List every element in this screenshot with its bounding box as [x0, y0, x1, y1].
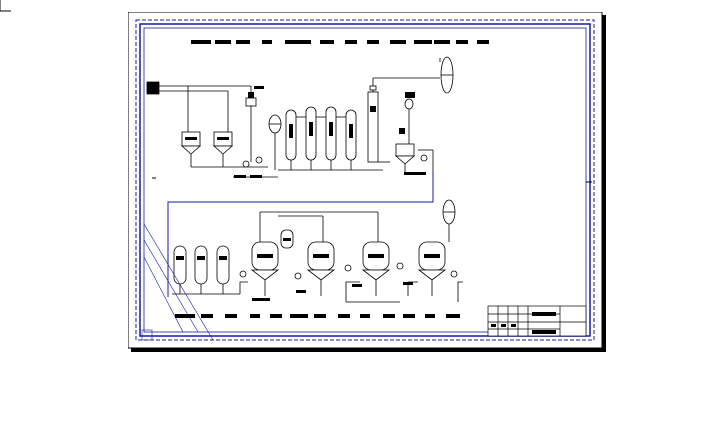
footer-label-row: [175, 314, 460, 318]
lower-process-section: [172, 199, 463, 303]
mixing-tank-2-cone: [212, 145, 234, 155]
column-l1: [173, 245, 187, 285]
filter-unit: [245, 97, 257, 107]
outer-dashed-frame: [135, 19, 595, 341]
column-l2: [194, 245, 208, 285]
sheet-paper: [128, 12, 603, 349]
feed-tag: [146, 81, 160, 95]
drawing-border: [139, 23, 591, 337]
mixing-tank-1-cone: [180, 145, 202, 155]
transfer-line: [167, 172, 434, 297]
title-block: [487, 305, 587, 337]
evaporator-tower: [367, 91, 379, 163]
process-flow-diagram: [128, 12, 606, 352]
upper-process-section: [146, 56, 454, 178]
inner-border: [143, 27, 587, 333]
corner-mark: [0, 0, 11, 12]
drawing-sheet: [128, 12, 606, 352]
pump-u2: [255, 156, 263, 164]
crystallizer: [395, 143, 415, 157]
column-group: [278, 106, 383, 171]
header-label-row: [191, 40, 489, 44]
column-l3: [216, 245, 230, 285]
tag-block: [405, 92, 415, 98]
pump-u1: [242, 160, 250, 168]
